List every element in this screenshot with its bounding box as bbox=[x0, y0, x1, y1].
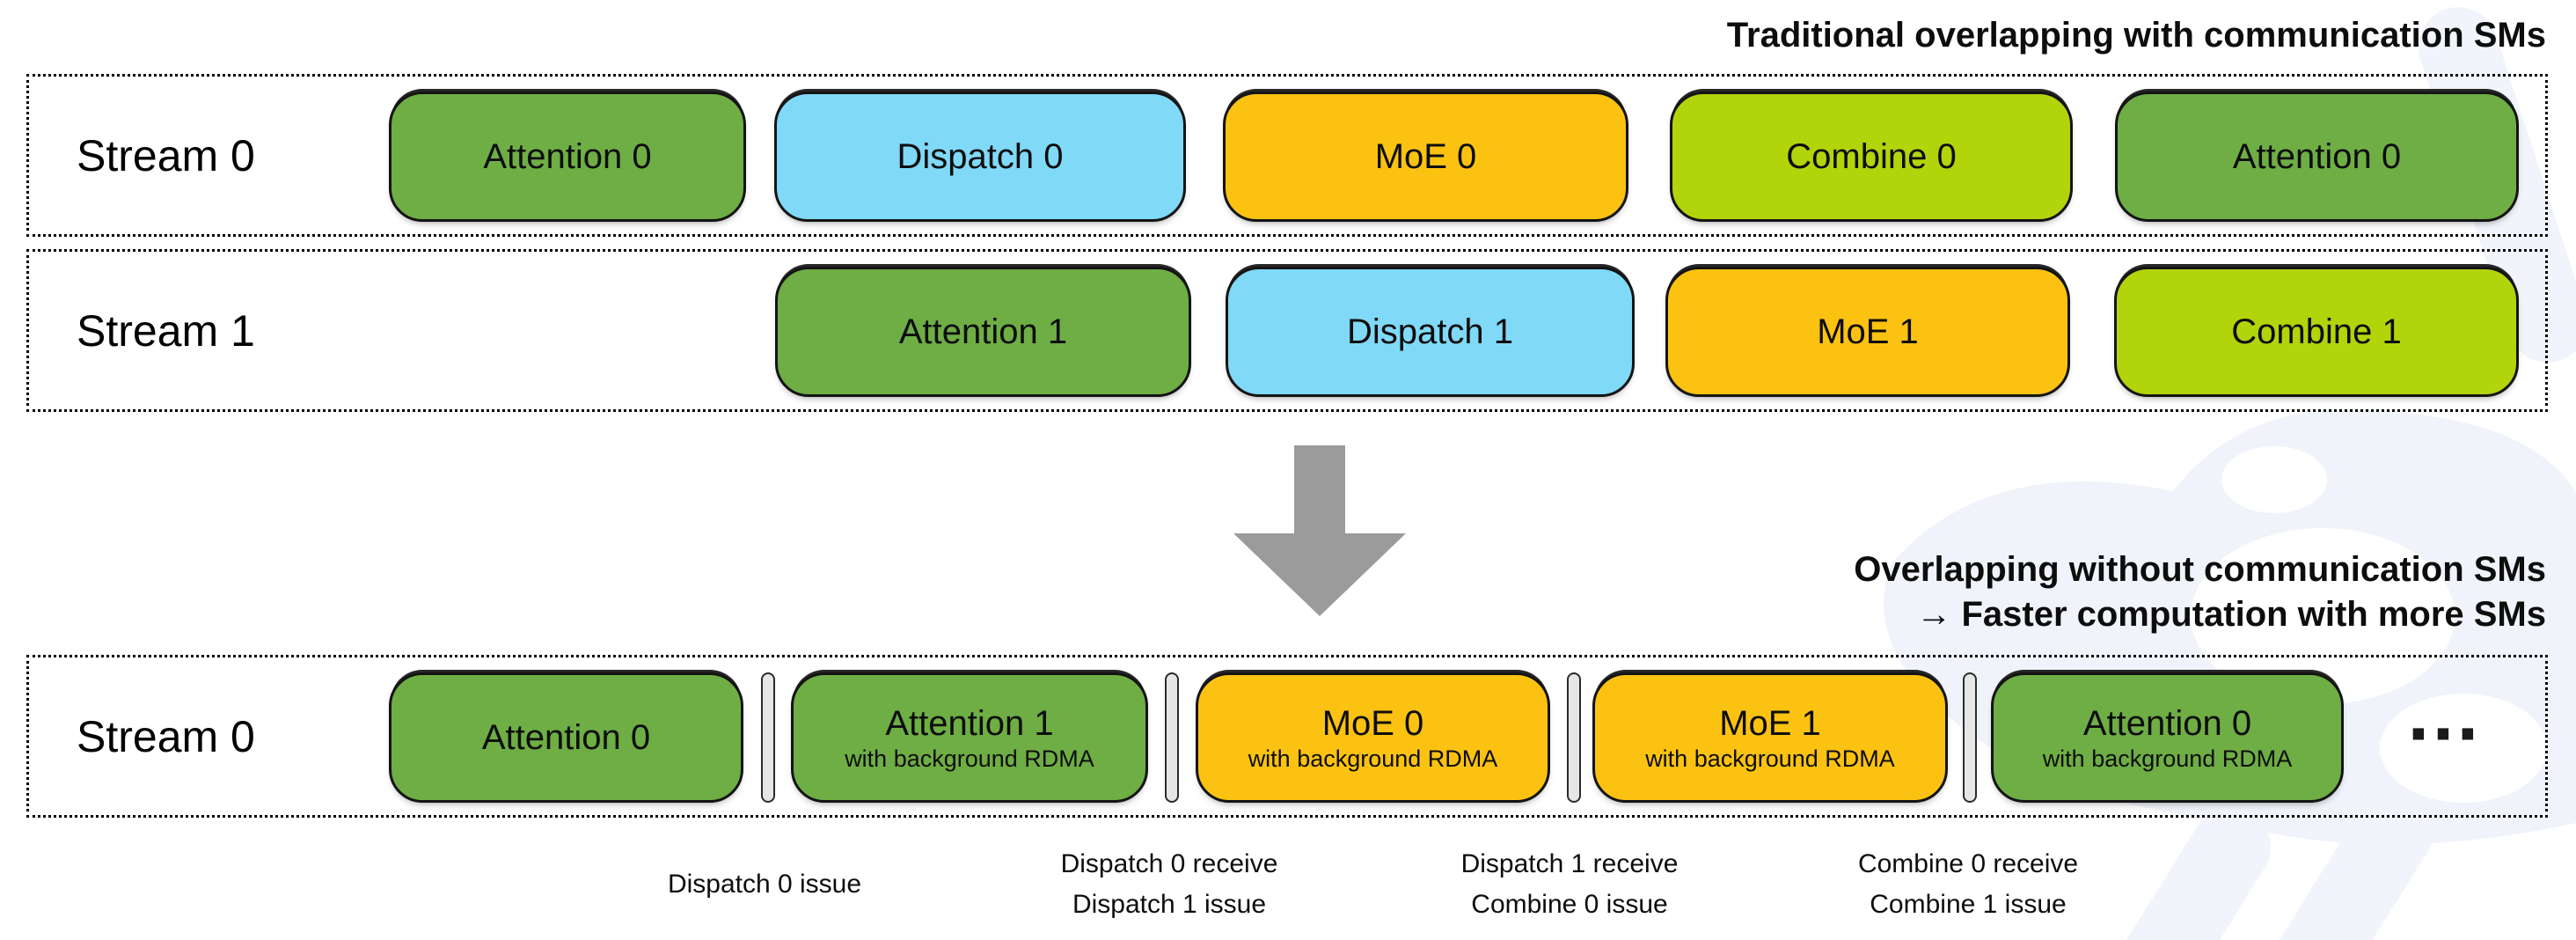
timeline-block-moe-1: MoE 1 bbox=[1665, 267, 2070, 397]
timeline-block-attention-0: Attention 0 bbox=[2115, 92, 2519, 222]
stream-label: Stream 1 bbox=[77, 305, 255, 356]
annotation-line: Combine 0 receive bbox=[1857, 849, 2079, 878]
block-label: Attention 0 bbox=[2232, 137, 2402, 176]
panel-traditional-stream-1: Stream 1 Attention 1 Dispatch 1 MoE 1 Combi… bbox=[26, 249, 2548, 412]
annotation-line: Dispatch 1 issue bbox=[1072, 890, 1267, 919]
down-arrow-icon bbox=[1233, 445, 1406, 616]
separator-bar bbox=[1567, 672, 1581, 803]
stream-label: Stream 0 bbox=[77, 130, 255, 180]
block-label: Attention 1 bbox=[898, 312, 1068, 351]
title-overlapping-line1: Overlapping without communication SMs bbox=[1854, 550, 2546, 589]
block-label: Combine 1 bbox=[2231, 312, 2402, 351]
block-sublabel: with background RDMA bbox=[2042, 745, 2293, 772]
annotation-line: Dispatch 1 receive bbox=[1460, 849, 1679, 878]
timeline-track: Attention 1 Dispatch 1 MoE 1 Combine 1 bbox=[29, 252, 2545, 409]
separator-bar bbox=[1963, 672, 1977, 803]
separator-bar bbox=[761, 672, 775, 803]
panel-traditional-stream-0: Stream 0 Attention 0 Dispatch 0 MoE 0 Combi… bbox=[26, 74, 2548, 237]
timeline-block-attention-0: Attention 0 bbox=[389, 92, 746, 222]
block-label: Combine 0 bbox=[1786, 137, 1957, 176]
block-label: MoE 1 bbox=[1719, 703, 1821, 743]
block-sublabel: with background RDMA bbox=[845, 745, 1094, 772]
title-overlapping: Overlapping without communication SMs → … bbox=[1854, 547, 2546, 637]
timeline-block-dispatch-1: Dispatch 1 bbox=[1226, 267, 1635, 397]
timeline-block-combine-1: Combine 1 bbox=[2114, 267, 2519, 397]
annotation-line: Dispatch 0 issue bbox=[667, 870, 862, 899]
title-traditional: Traditional overlapping with communicati… bbox=[1726, 16, 2546, 55]
phase-annotation: Dispatch 0 issue bbox=[668, 841, 861, 929]
timeline-track: Attention 0 Dispatch 0 MoE 0 Combine 0 Atten… bbox=[29, 77, 2545, 234]
timeline-block-attention-0: Attention 0 bbox=[389, 672, 743, 803]
block-label: Dispatch 1 bbox=[1347, 312, 1513, 351]
stream-label: Stream 0 bbox=[77, 711, 255, 761]
block-label: Dispatch 0 bbox=[896, 137, 1064, 176]
annotation-line: Dispatch 0 receive bbox=[1060, 849, 1278, 878]
block-label: Attention 0 bbox=[481, 718, 651, 757]
block-label: Attention 0 bbox=[483, 137, 652, 176]
timeline-block-attention-1: Attention 1 bbox=[775, 267, 1191, 397]
annotation-line: Combine 0 issue bbox=[1471, 890, 1668, 919]
title-overlapping-line2: → Faster computation with more SMs bbox=[1916, 595, 2546, 634]
block-sublabel: with background RDMA bbox=[1645, 745, 1895, 772]
separator-bar bbox=[1165, 672, 1179, 803]
ellipsis-icon: … bbox=[2404, 669, 2485, 757]
timeline-block-dispatch-0: Dispatch 0 bbox=[774, 92, 1186, 222]
block-label: Attention 0 bbox=[2082, 703, 2252, 743]
timeline-block-combine-0: Combine 0 bbox=[1670, 92, 2073, 222]
block-label: MoE 0 bbox=[1321, 703, 1424, 743]
timeline-block-moe-0: MoE 0 bbox=[1223, 92, 1628, 222]
block-label: MoE 0 bbox=[1374, 137, 1477, 176]
block-label: MoE 1 bbox=[1817, 312, 1919, 351]
block-sublabel: with background RDMA bbox=[1248, 745, 1498, 772]
annotation-line: Combine 1 issue bbox=[1870, 890, 2067, 919]
block-label: Attention 1 bbox=[885, 703, 1054, 743]
